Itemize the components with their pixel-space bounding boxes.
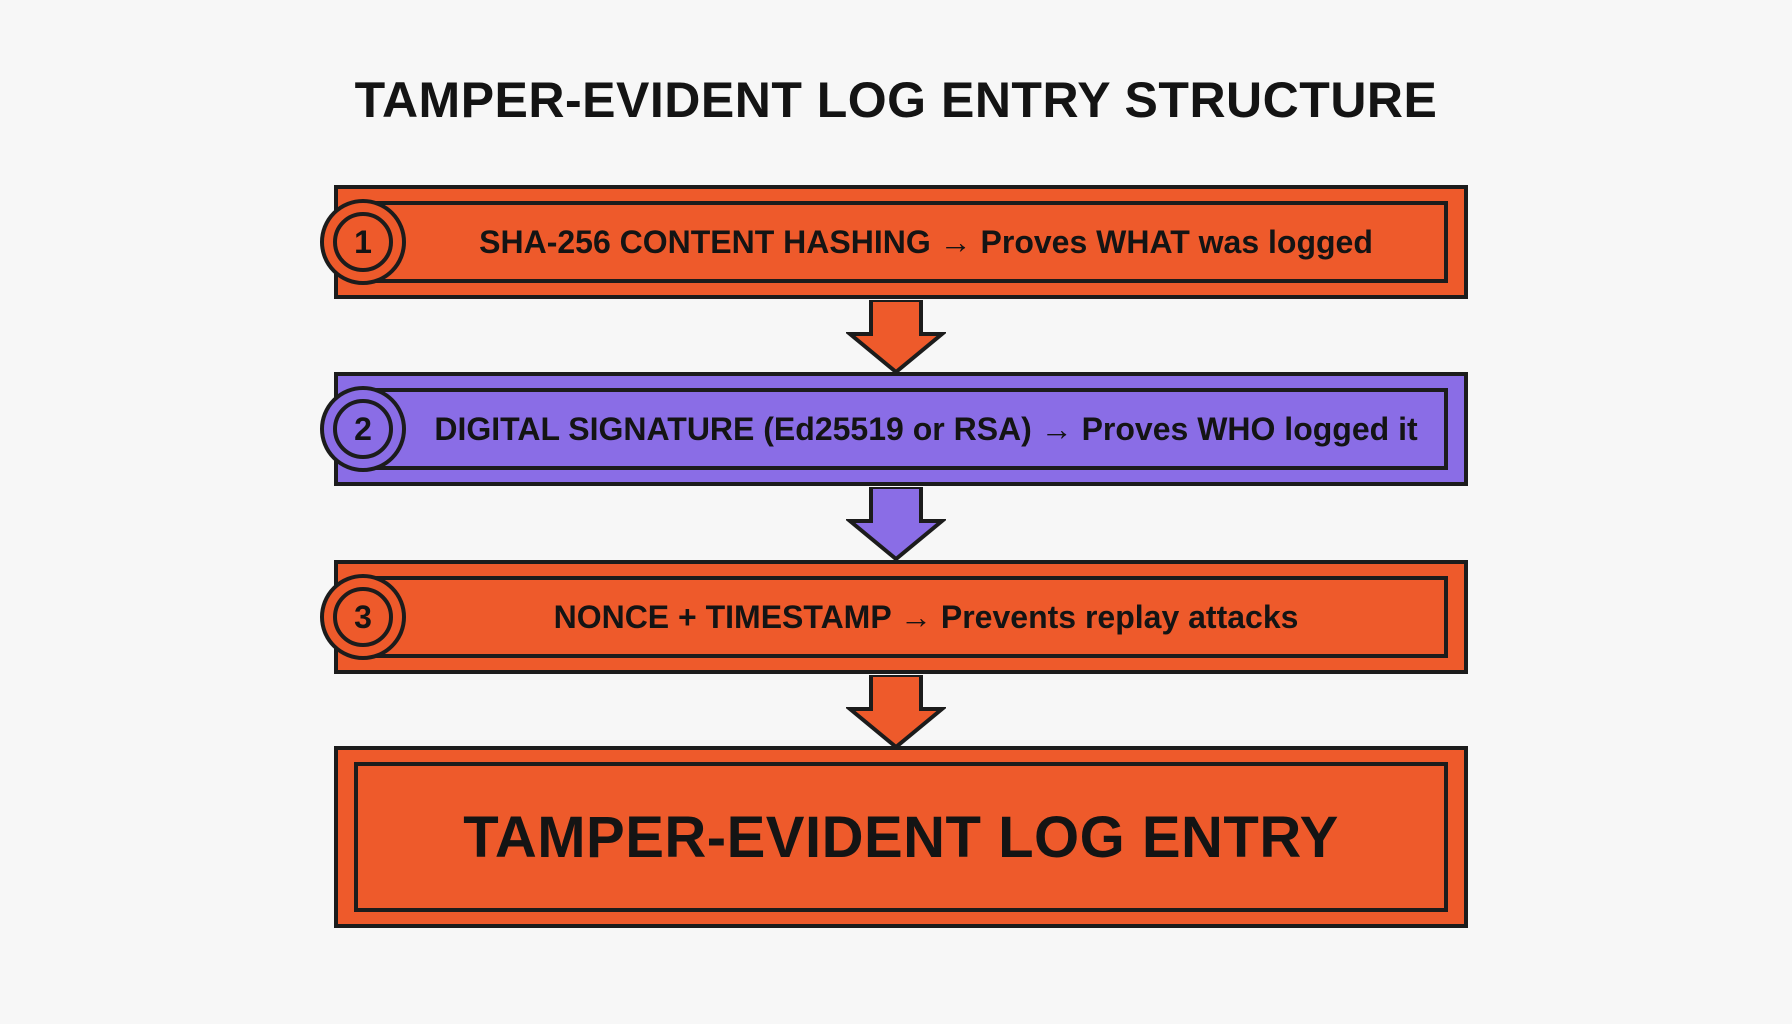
arrow-down-icon <box>846 675 946 749</box>
step-3-box: 3 NONCE + TIMESTAMP → Prevents replay at… <box>320 560 1468 674</box>
step-3-badge: 3 <box>320 574 406 660</box>
step-1-box: 1 SHA-256 CONTENT HASHING → Proves WHAT … <box>320 185 1468 299</box>
step-2-label: DIGITAL SIGNATURE (Ed25519 or RSA) → Pro… <box>434 410 1418 447</box>
result-inner-frame: TAMPER-EVIDENT LOG ENTRY <box>354 762 1448 912</box>
step-2-number: 2 <box>333 399 393 459</box>
diagram-title: TAMPER-EVIDENT LOG ENTRY STRUCTURE <box>354 72 1438 128</box>
step-2-badge: 2 <box>320 386 406 472</box>
result-label: TAMPER-EVIDENT LOG ENTRY <box>463 804 1339 870</box>
step-2-box: 2 DIGITAL SIGNATURE (Ed25519 or RSA) → P… <box>320 372 1468 486</box>
arrow-down-icon <box>846 300 946 374</box>
step-1-label: SHA-256 CONTENT HASHING → Proves WHAT wa… <box>479 223 1373 260</box>
arrow-down-icon <box>846 487 946 561</box>
step-3-number: 3 <box>333 587 393 647</box>
step-1-badge: 1 <box>320 199 406 285</box>
result-box: TAMPER-EVIDENT LOG ENTRY <box>334 746 1468 928</box>
step-3-label: NONCE + TIMESTAMP → Prevents replay atta… <box>553 598 1299 635</box>
step-1-number: 1 <box>333 212 393 272</box>
